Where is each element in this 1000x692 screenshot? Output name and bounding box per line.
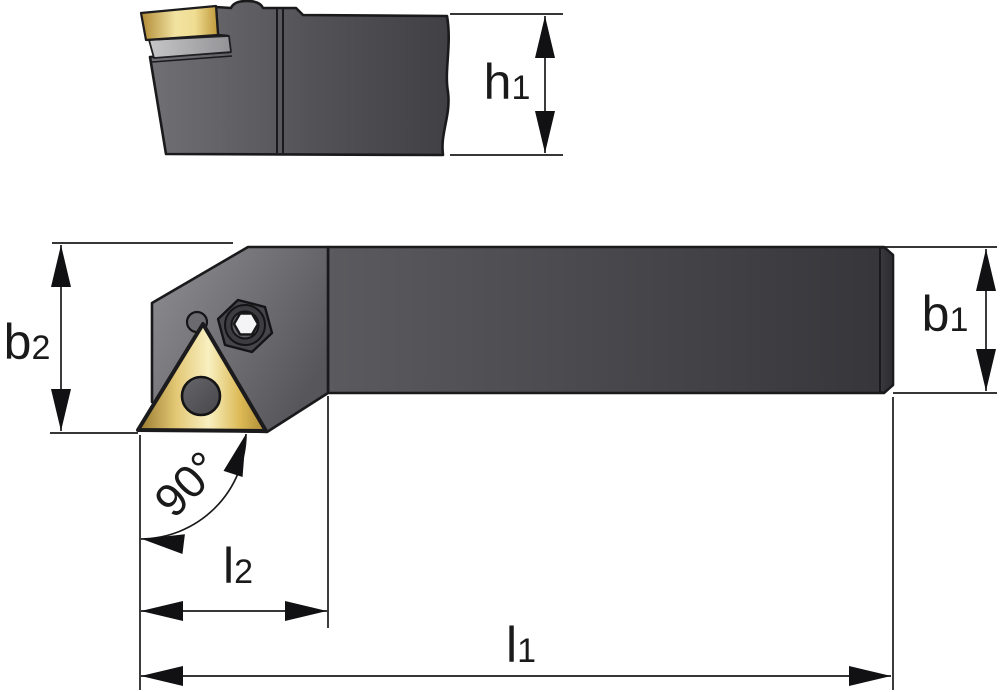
b1-base: b [921,286,950,342]
pocket-ledge-line [151,55,233,63]
l2-subscript: 2 [234,553,254,591]
insert-shim-top-view [148,35,232,59]
top-view [139,0,450,157]
b2-base: b [3,314,32,370]
insert-top-view [139,4,220,42]
side-view [136,245,895,434]
b2-subscript: 2 [31,329,51,367]
l1-arrow-right [849,666,891,686]
dimension-arrowheads [51,16,996,686]
b1-subscript: 1 [949,301,969,339]
b2-arrow-down [51,389,71,431]
b2-arrow-up [51,245,71,287]
l2-arrow-right [285,601,327,621]
l1-arrow-left [141,666,183,686]
l1-base: l [505,617,518,673]
b1-arrow-down [976,349,996,391]
l2-base: l [222,538,235,594]
shank [326,245,895,395]
l1-dimension [141,397,894,690]
shank-end-face [879,246,894,394]
h1-arrow-up [535,16,555,58]
b1-arrow-up [976,249,996,291]
angle-arrow-bottom [142,534,185,555]
h1-subscript: 1 [511,69,531,107]
angle-arrow-top [223,434,246,478]
h1-arrow-down [535,111,555,153]
l2-arrow-left [141,601,183,621]
top-view-body [148,0,450,157]
clamp-screw [216,298,274,354]
h1-base: h [483,54,512,110]
l1-subscript: 1 [517,632,537,670]
insert-hole [180,375,222,417]
hex-socket-icon [232,312,260,336]
